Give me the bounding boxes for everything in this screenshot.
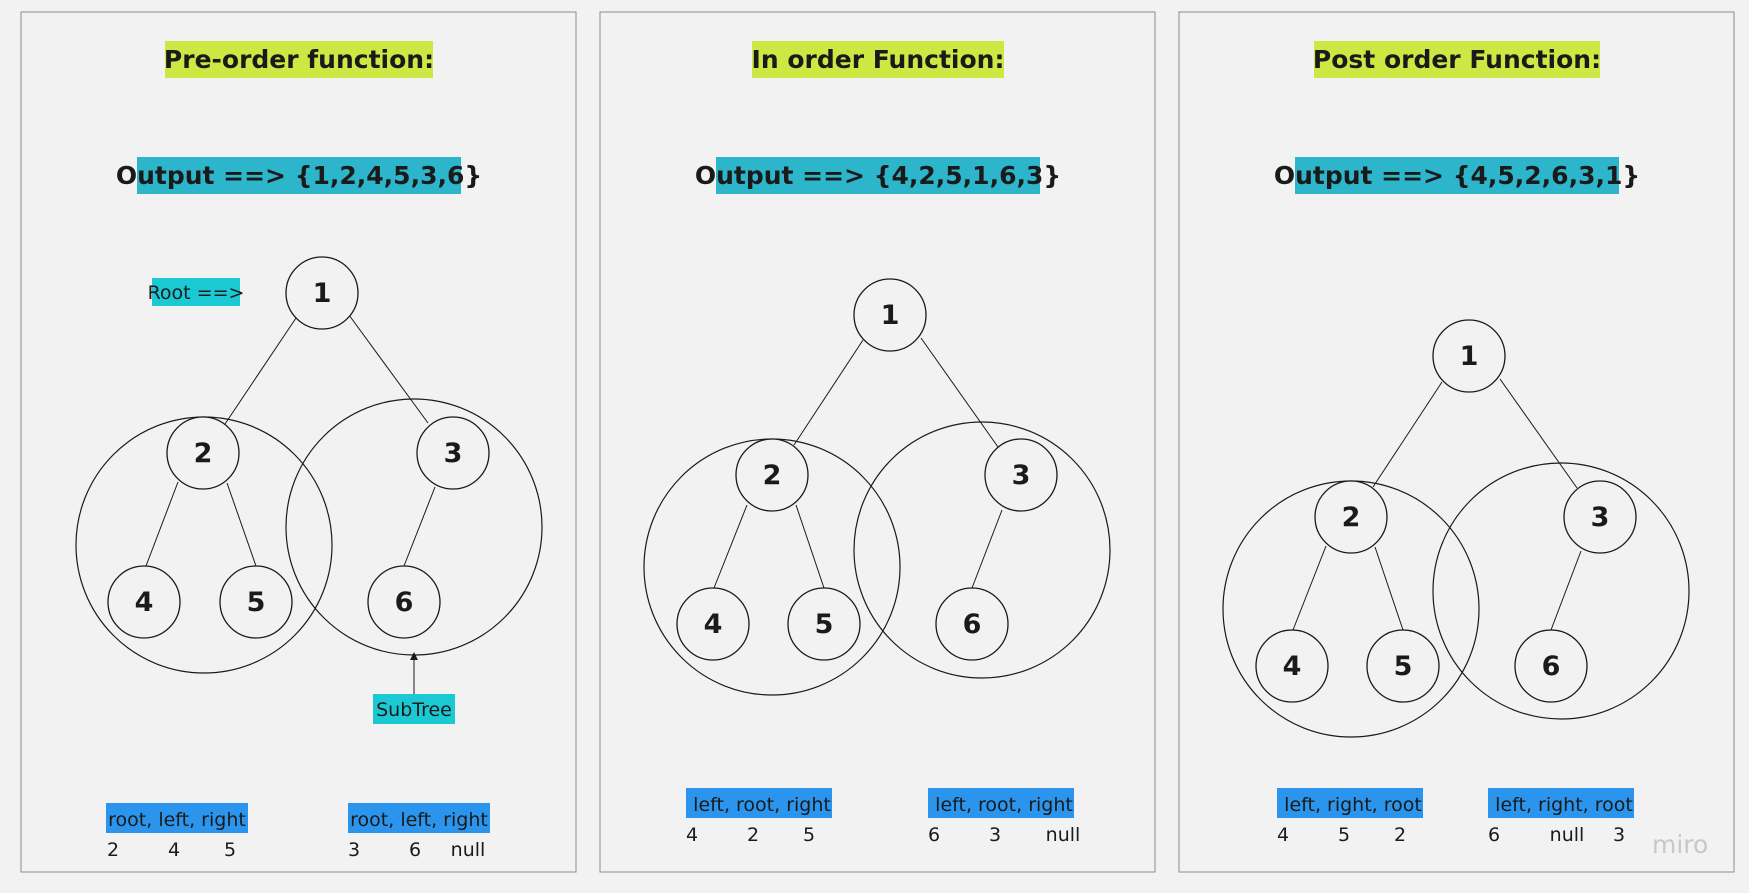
tree-node-1: 1 (853, 278, 927, 352)
node-label: 2 (763, 460, 782, 491)
right-order-label: left, right, root (1489, 794, 1633, 816)
node-label: 6 (963, 609, 982, 640)
subtree-tag: SubTree (376, 699, 452, 721)
panel-frame (20, 11, 577, 873)
node-label: 3 (1012, 460, 1031, 491)
right-order-value: null (1550, 824, 1585, 846)
left-order-value: 4 (686, 824, 698, 846)
right-order-highlight (1488, 788, 1634, 818)
subtree-tag-highlight (373, 694, 455, 724)
subtree-arrow (410, 652, 418, 694)
node-label: 1 (881, 300, 900, 331)
tree-node-6: 6 (935, 587, 1009, 661)
left-order-value: 4 (1277, 824, 1289, 846)
left-order-value: 5 (1338, 824, 1350, 846)
root-tag-highlight (152, 278, 240, 306)
right-order-value: 3 (1613, 824, 1625, 846)
right-order-label: root, left, right (350, 809, 488, 831)
right-order-highlight (928, 788, 1074, 818)
tree-node-2: 2 (1314, 480, 1388, 554)
output-highlight (716, 157, 1040, 194)
tree-edges (145, 314, 436, 567)
output-highlight (1295, 157, 1619, 194)
left-order-highlight (686, 788, 832, 818)
tree-node-2: 2 (735, 438, 809, 512)
node-label: 6 (395, 587, 414, 618)
left-order-value: 5 (224, 839, 236, 861)
left-order-label: left, right, root (1278, 794, 1422, 816)
node-label: 5 (1394, 651, 1413, 682)
tree-node-5: 5 (1366, 629, 1440, 703)
node-label: 1 (1460, 341, 1479, 372)
panel-frame (599, 11, 1156, 873)
panel-title: In order Function: (752, 45, 1005, 74)
right-order-label: left, root, right (929, 794, 1073, 816)
output-text: Output ==> {4,5,2,6,3,1} (1274, 161, 1640, 190)
output-text: Output ==> {4,2,5,1,6,3} (695, 161, 1061, 190)
left-order-label: root, left, right (108, 809, 246, 831)
tree-node-3: 3 (1563, 480, 1637, 554)
panel-postorder: Post order Function: Output ==> {4,5,2,6… (1178, 11, 1735, 873)
tree-node-4: 4 (676, 587, 750, 661)
tree-node-4: 4 (1255, 629, 1329, 703)
right-order-value: null (1046, 824, 1081, 846)
right-order-value: null (451, 839, 486, 861)
right-order-highlight (348, 803, 490, 833)
panel-inorder: In order Function: Output ==> {4,2,5,1,6… (599, 11, 1156, 873)
node-label: 2 (1342, 502, 1361, 533)
title-highlight (752, 41, 1004, 78)
title-highlight (165, 41, 433, 78)
tree-node-2: 2 (166, 416, 240, 490)
node-label: 4 (1283, 651, 1302, 682)
root-tag: Root ==> (148, 282, 245, 304)
node-label: 1 (313, 278, 332, 309)
title-highlight (1314, 41, 1600, 78)
left-order-label: left, root, right (687, 794, 831, 816)
panel-title: Pre-order function: (164, 45, 434, 74)
node-label: 6 (1542, 651, 1561, 682)
left-order-value: 2 (1394, 824, 1406, 846)
panel-title: Post order Function: (1313, 45, 1601, 74)
right-subtree-circle (853, 421, 1111, 679)
tree-node-1: 1 (1432, 319, 1506, 393)
miro-watermark: miro (1652, 830, 1709, 859)
node-label: 3 (444, 438, 463, 469)
tree-node-6: 6 (367, 565, 441, 639)
left-order-value: 4 (168, 839, 180, 861)
panel-frame (1178, 11, 1735, 873)
left-order-highlight (106, 803, 248, 833)
left-order-value: 5 (803, 824, 815, 846)
node-label: 5 (815, 609, 834, 640)
output-highlight (137, 157, 461, 194)
node-label: 3 (1591, 502, 1610, 533)
left-order-value: 2 (107, 839, 119, 861)
tree-node-4: 4 (107, 565, 181, 639)
tree-node-5: 5 (787, 587, 861, 661)
node-label: 4 (135, 587, 154, 618)
left-order-value: 2 (747, 824, 759, 846)
right-order-value: 3 (989, 824, 1001, 846)
tree-node-6: 6 (1514, 629, 1588, 703)
right-subtree-circle (1432, 462, 1690, 720)
panel-preorder: Pre-order function: Output ==> {1,2,4,5,… (20, 11, 577, 873)
tree-edges (713, 337, 1003, 589)
node-label: 5 (247, 587, 266, 618)
right-order-value: 6 (409, 839, 421, 861)
tree-node-3: 3 (416, 416, 490, 490)
output-text: Output ==> {1,2,4,5,3,6} (116, 161, 482, 190)
node-label: 2 (194, 438, 213, 469)
tree-node-5: 5 (219, 565, 293, 639)
right-order-value: 6 (928, 824, 940, 846)
tree-node-3: 3 (984, 438, 1058, 512)
right-order-value: 3 (348, 839, 360, 861)
tree-node-1: 1 (285, 256, 359, 330)
right-order-value: 6 (1488, 824, 1500, 846)
node-label: 4 (704, 609, 723, 640)
tree-edges (1292, 378, 1582, 631)
left-order-highlight (1277, 788, 1423, 818)
